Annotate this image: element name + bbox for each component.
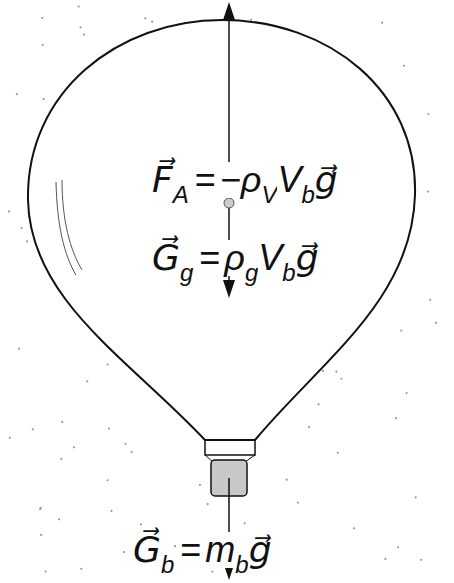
air-dot bbox=[108, 427, 110, 429]
air-dot bbox=[400, 329, 402, 331]
force-equation: F⃗A=−ρVVbg⃗ bbox=[152, 162, 338, 198]
air-dot bbox=[78, 5, 80, 7]
subscript: b bbox=[282, 261, 295, 285]
air-dot bbox=[420, 559, 422, 561]
air-dot bbox=[395, 417, 397, 419]
air-dot bbox=[20, 227, 22, 229]
air-dot bbox=[353, 527, 355, 529]
subscript: A bbox=[173, 183, 189, 207]
air-dot bbox=[174, 545, 176, 547]
air-dots bbox=[8, 5, 437, 572]
balloon-neck bbox=[205, 440, 255, 455]
equation-symbol: = bbox=[195, 162, 216, 198]
air-dot bbox=[42, 44, 44, 46]
equation-symbol: m bbox=[205, 532, 235, 568]
equation-symbol: V bbox=[258, 240, 282, 276]
equation-symbol: = bbox=[180, 532, 201, 568]
subscript: g bbox=[180, 261, 193, 285]
air-dot bbox=[9, 437, 11, 439]
air-dot bbox=[199, 484, 201, 486]
subscript: g bbox=[245, 261, 258, 285]
air-dot bbox=[83, 33, 85, 35]
air-dot bbox=[40, 534, 42, 536]
equation-symbol: = bbox=[199, 240, 220, 276]
equation-symbol: ρ bbox=[224, 240, 245, 276]
air-dot bbox=[80, 568, 82, 570]
air-dot bbox=[18, 348, 20, 350]
air-dot bbox=[427, 190, 429, 192]
air-dot bbox=[151, 21, 153, 23]
air-dot bbox=[244, 522, 246, 524]
subscript: V bbox=[261, 183, 277, 207]
equation-symbol: g⃗ bbox=[249, 532, 272, 568]
air-dot bbox=[381, 21, 383, 23]
air-dot bbox=[106, 479, 108, 481]
air-dot bbox=[403, 65, 405, 67]
air-dot bbox=[397, 546, 399, 548]
air-dot bbox=[435, 322, 437, 324]
subscript: b bbox=[301, 183, 314, 207]
air-dot bbox=[131, 451, 133, 453]
air-dot bbox=[60, 458, 62, 460]
air-dot bbox=[26, 240, 28, 242]
air-dot bbox=[41, 17, 43, 19]
air-dot bbox=[73, 446, 75, 448]
air-dot bbox=[32, 428, 34, 430]
air-dot bbox=[429, 299, 431, 301]
air-dot bbox=[286, 479, 288, 481]
air-dot bbox=[110, 510, 112, 512]
envelope-highlight bbox=[56, 180, 82, 275]
equation-symbol: g⃗ bbox=[315, 162, 338, 198]
air-dot bbox=[44, 571, 46, 573]
air-dot bbox=[427, 113, 429, 115]
air-dot bbox=[140, 523, 142, 525]
equation-symbol: g⃗ bbox=[296, 240, 319, 276]
air-dot bbox=[58, 518, 60, 520]
equation-symbol: F⃗ bbox=[152, 162, 173, 198]
air-dot bbox=[123, 551, 125, 553]
air-dot bbox=[406, 392, 408, 394]
air-dot bbox=[8, 210, 10, 212]
air-dot bbox=[124, 443, 126, 445]
air-dot bbox=[335, 371, 337, 373]
air-dot bbox=[107, 363, 109, 365]
air-dot bbox=[340, 378, 342, 380]
air-dot bbox=[86, 380, 88, 382]
buoyancy-arrowhead bbox=[223, 2, 235, 20]
air-dot bbox=[415, 496, 417, 498]
air-dot bbox=[337, 452, 339, 454]
gas-weight-arrowhead bbox=[223, 280, 235, 298]
air-dot bbox=[211, 570, 213, 572]
air-dot bbox=[42, 98, 44, 100]
air-dot bbox=[207, 503, 209, 505]
air-dot bbox=[317, 403, 319, 405]
force-equation: G⃗g=ρgVbg⃗ bbox=[152, 240, 319, 276]
balloon-envelope bbox=[28, 20, 415, 440]
air-dot bbox=[322, 370, 324, 372]
equation-symbol: G⃗ bbox=[133, 532, 161, 568]
air-dot bbox=[61, 421, 63, 423]
air-dot bbox=[308, 426, 310, 428]
air-dot bbox=[297, 501, 299, 503]
air-dot bbox=[384, 558, 386, 560]
air-dot bbox=[250, 19, 252, 21]
air-dot bbox=[79, 26, 81, 28]
air-dot bbox=[144, 17, 146, 19]
subscript: b bbox=[161, 553, 174, 577]
force-equation: G⃗b=mbg⃗ bbox=[133, 532, 272, 568]
equation-symbol: −ρ bbox=[220, 162, 262, 198]
equation-symbol: G⃗ bbox=[152, 240, 180, 276]
center-point bbox=[224, 198, 234, 208]
equation-symbol: V bbox=[277, 162, 301, 198]
air-dot bbox=[39, 508, 41, 510]
subscript: b bbox=[235, 553, 248, 577]
air-dot bbox=[16, 93, 18, 95]
